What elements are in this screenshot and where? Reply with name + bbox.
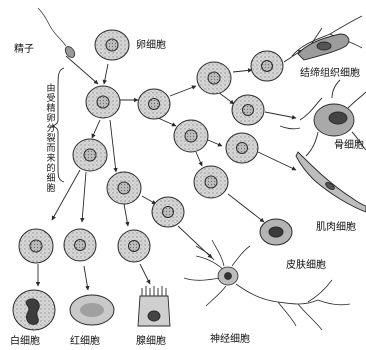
bone-cell-label: 骨细胞 xyxy=(334,140,364,151)
cell xyxy=(137,88,171,120)
cell xyxy=(196,61,232,95)
cell xyxy=(173,119,209,153)
muscle-cell-label: 肌肉细胞 xyxy=(316,222,356,233)
egg-label: 卵细胞 xyxy=(136,40,166,51)
connective-tissue-cell xyxy=(291,15,363,61)
zygote-cell xyxy=(85,85,121,119)
cell xyxy=(72,138,108,172)
cell xyxy=(151,196,185,228)
skin-cell xyxy=(259,218,293,246)
cell xyxy=(18,228,54,264)
cell xyxy=(231,94,265,126)
cell xyxy=(193,165,229,199)
white-blood-cell xyxy=(12,289,56,331)
connective-tissue-label: 结缔组织细胞 xyxy=(300,68,360,79)
sperm-label: 精子 xyxy=(14,44,34,55)
nerve-cell-label: 神经细胞 xyxy=(210,334,250,345)
cell xyxy=(225,132,259,164)
cells xyxy=(18,29,284,264)
gland-cell xyxy=(137,286,171,327)
muscle-cell xyxy=(295,151,366,213)
red-blood-cell xyxy=(69,294,115,326)
nerve-cell xyxy=(183,239,351,331)
cell xyxy=(117,229,151,263)
skin-cell-label: 皮肤细胞 xyxy=(286,260,326,271)
bone-cell xyxy=(279,79,366,157)
gland-cell-label: 腺细胞 xyxy=(136,336,166,347)
sperm-cell xyxy=(37,7,76,58)
process-bracket xyxy=(49,67,65,183)
cell xyxy=(250,50,284,82)
cell xyxy=(63,228,97,262)
arrows xyxy=(35,49,303,291)
process-label: 由受精卵分裂而来的细胞 xyxy=(46,84,56,194)
red-blood-cell-label: 红细胞 xyxy=(70,336,100,347)
cell xyxy=(106,171,142,205)
egg-cell xyxy=(94,29,130,61)
white-blood-cell-label: 白细胞 xyxy=(10,336,40,347)
